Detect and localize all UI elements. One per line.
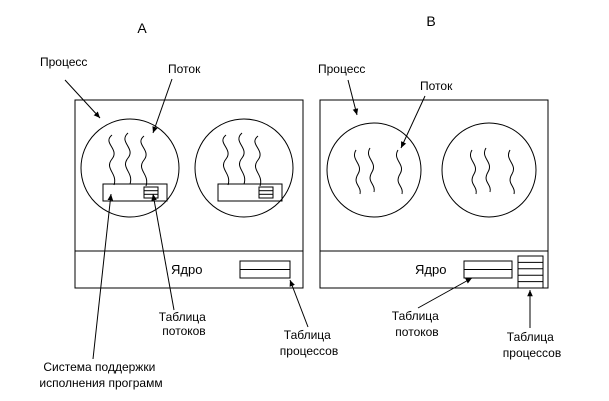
process-b2-circle (441, 122, 537, 218)
process-a1-circle (80, 118, 180, 218)
thread-table-label-a: Таблица потоков (159, 310, 209, 338)
thread-table-a2 (258, 186, 274, 199)
panel-a-frame (74, 99, 304, 289)
process-b1-circle (326, 122, 422, 218)
thread-a2-1 (222, 134, 230, 186)
panel-b: B Ядро Процесс Поток (318, 13, 561, 360)
thread-table-arrow-b (417, 277, 473, 309)
thread-a1-2 (124, 132, 132, 185)
process-arrow-a (64, 79, 101, 119)
process-table-label-b: Таблица процессов (503, 330, 561, 360)
thread-b2-3 (508, 149, 515, 195)
thread-b1-1 (354, 149, 361, 195)
thread-b2-2 (484, 147, 491, 193)
process-label-a: Процесс (40, 55, 87, 69)
thread-table-arrow-a (151, 193, 175, 311)
process-table-a (239, 260, 291, 279)
thread-a2-2 (238, 132, 246, 185)
thread-table-label-b: Таблица потоков (392, 309, 442, 339)
process-table-b (517, 255, 544, 289)
process-label-b: Процесс (318, 62, 365, 76)
process-a2-circle (194, 118, 294, 218)
panel-b-frame (319, 99, 549, 289)
thread-a1-1 (108, 134, 116, 186)
thread-a2-3 (254, 135, 262, 187)
runtime-system-a1 (102, 183, 168, 202)
thread-b1-3 (396, 149, 403, 195)
thread-label-b: Поток (420, 79, 453, 93)
runtime-system-a2 (217, 183, 283, 202)
panel-a-label: A (137, 20, 147, 36)
process-table-arrow-a (289, 279, 309, 328)
thread-b1-2 (368, 147, 375, 193)
thread-table-a1 (143, 186, 159, 199)
thread-a1-3 (140, 135, 148, 187)
thread-label-a: Поток (168, 62, 201, 76)
kernel-label-a: Ядро (171, 262, 202, 277)
thread-b2-1 (470, 149, 477, 195)
thread-arrow-a (152, 78, 173, 134)
thread-arrow-b (400, 95, 426, 149)
process-table-label-a: Таблица процессов (280, 328, 338, 358)
process-arrow-b (347, 79, 359, 116)
panel-a: A Ядро Процесс (39, 20, 338, 390)
runtime-arrow-a (92, 193, 114, 360)
kernel-label-b: Ядро (415, 262, 446, 277)
runtime-label-a: Система поддержки исполнения программ (39, 360, 162, 390)
panel-b-label: B (426, 13, 435, 29)
thread-table-b (463, 260, 513, 279)
